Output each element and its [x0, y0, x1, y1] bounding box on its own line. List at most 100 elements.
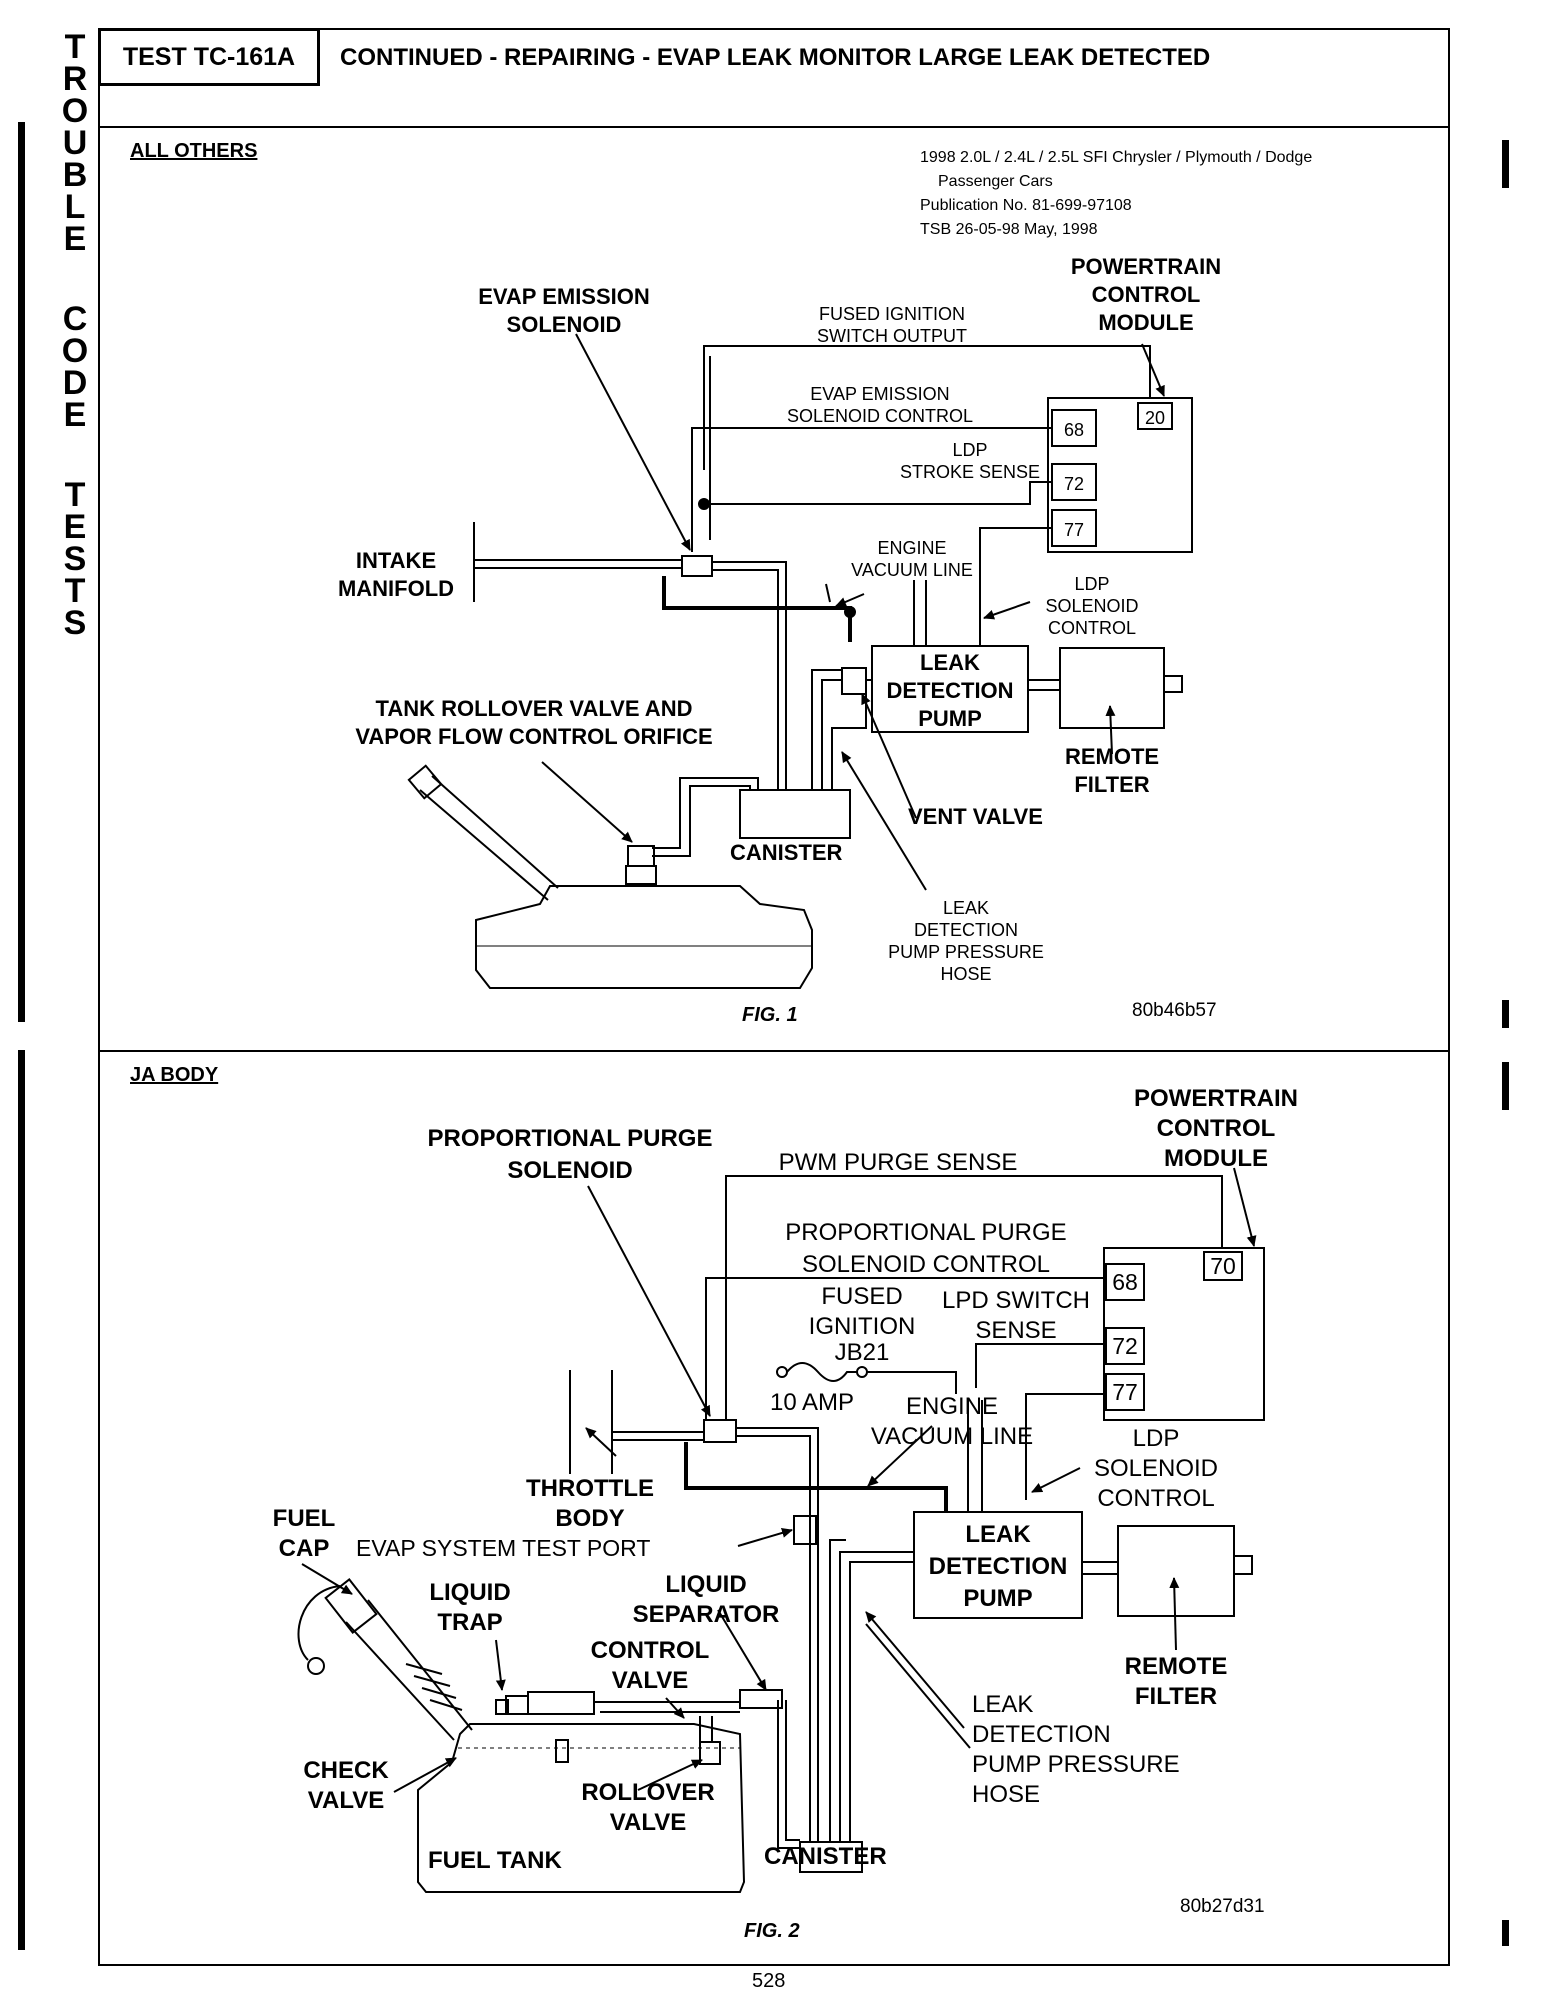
leader-arrow — [1105, 705, 1116, 755]
label-liquid-separator: SEPARATOR — [633, 1601, 780, 1628]
leader-arrow — [841, 751, 927, 891]
label-control-valve: CONTROL — [591, 1637, 710, 1664]
label-ldp: PUMP — [963, 1585, 1032, 1612]
fuse-terminal — [776, 1366, 788, 1378]
label-fused: IGNITION — [809, 1313, 916, 1340]
section-label-ja-body: JA BODY — [130, 1064, 219, 1086]
label-lpd-switch: SENSE — [975, 1317, 1056, 1344]
side-letter: D — [62, 364, 88, 402]
label-ldp-stroke: STROKE SENSE — [900, 462, 1040, 482]
label-throttle: THROTTLE — [526, 1475, 654, 1502]
label-check-valve: VALVE — [308, 1787, 384, 1814]
fuel-cap-tether — [297, 1585, 341, 1661]
throttle-body — [569, 1370, 613, 1474]
label-fuel-cap: FUEL — [273, 1505, 336, 1532]
label-test-port: EVAP SYSTEM TEST PORT — [356, 1535, 650, 1561]
label-liquid-trap: TRAP — [437, 1609, 502, 1636]
hose — [829, 1539, 846, 1842]
label-hose: DETECTION — [914, 920, 1018, 940]
label-purge-control: SOLENOID CONTROL — [802, 1251, 1050, 1278]
leader-arrow — [737, 1528, 793, 1547]
label-ldp-sol: LDP — [1074, 574, 1109, 594]
hose — [777, 1700, 800, 1849]
side-letter: U — [62, 124, 88, 162]
fuse-symbol — [786, 1362, 857, 1382]
leader-arrow — [1031, 1467, 1081, 1493]
label-canister: CANISTER — [764, 1843, 887, 1870]
label-fused: JB21 — [835, 1339, 890, 1366]
label-vent-valve: VENT VALVE — [908, 804, 1043, 829]
margin-bar — [1502, 140, 1509, 188]
liquid-trap-end — [495, 1699, 509, 1715]
pin-label: 68 — [1064, 420, 1084, 440]
label-pcm: CONTROL — [1157, 1115, 1276, 1142]
margin-bar — [18, 122, 25, 1022]
pin-label: 77 — [1112, 1379, 1138, 1405]
hose — [1028, 679, 1060, 691]
hose — [1082, 1561, 1118, 1575]
label-ldp: LEAK — [965, 1521, 1031, 1548]
label-ldp: LEAK — [920, 650, 980, 675]
label-ldp-stroke: LDP — [952, 440, 987, 460]
side-letter: L — [64, 188, 86, 226]
wire-lpd-sense — [975, 1343, 1106, 1388]
hose — [811, 669, 842, 790]
side-letter: B — [62, 156, 88, 194]
label-remote-filter: FILTER — [1074, 772, 1149, 797]
wire-ldp-stroke — [704, 481, 1052, 505]
label-hose: DETECTION — [972, 1721, 1111, 1748]
figure-code: 80b46b57 — [1132, 1000, 1217, 1021]
divider — [98, 126, 1450, 128]
wire-evap-control — [691, 427, 1052, 552]
label-pcm: MODULE — [1098, 310, 1193, 335]
leader-arrow — [301, 1563, 353, 1595]
label-fuel-cap: CAP — [279, 1535, 330, 1562]
fuel-cap — [324, 1578, 378, 1634]
hose — [474, 559, 682, 569]
leader-arrow — [1141, 343, 1165, 397]
leader-arrow — [1233, 1167, 1257, 1247]
pin-label: 68 — [1112, 1269, 1138, 1295]
label-remote-filter: FILTER — [1135, 1683, 1217, 1710]
label-amp: 10 AMP — [770, 1389, 854, 1416]
evap-test-port — [793, 1515, 817, 1545]
page-number: 528 — [752, 1970, 786, 1992]
hose — [612, 1431, 704, 1441]
evap-solenoid — [681, 555, 713, 577]
label-pcm: MODULE — [1164, 1145, 1268, 1172]
junction-dot — [844, 606, 856, 618]
liquid-trap — [505, 1695, 529, 1715]
margin-bar — [1502, 1920, 1509, 1946]
wire-fuse — [867, 1371, 957, 1394]
label-evap-control: EVAP EMISSION — [810, 384, 949, 404]
pin-box — [1105, 1373, 1145, 1411]
label-evap-solenoid: EVAP EMISSION — [478, 284, 650, 309]
rollover-valve-base — [625, 865, 657, 885]
side-letter: T — [64, 28, 86, 66]
hose — [652, 777, 759, 857]
label-liquid-separator: LIQUID — [665, 1571, 746, 1598]
engine-vacuum-line — [662, 576, 852, 642]
label-pcm: CONTROL — [1092, 282, 1201, 307]
pin-label: 70 — [1210, 1253, 1236, 1279]
wire-ldp-solenoid — [1025, 1393, 1106, 1500]
hose — [594, 1701, 740, 1713]
pin-label: 72 — [1112, 1333, 1138, 1359]
engine-vacuum-line — [684, 1442, 948, 1512]
leader-arrow — [587, 1185, 711, 1417]
label-hose: HOSE — [972, 1781, 1040, 1808]
divider — [98, 1050, 1450, 1052]
label-engine-vac: ENGINE — [906, 1393, 998, 1420]
leader-arrow — [867, 1425, 933, 1487]
remote-filter — [1117, 1525, 1235, 1617]
page-title: CONTINUED - REPAIRING - EVAP LEAK MONITO… — [340, 44, 1211, 71]
label-hose: LEAK — [972, 1691, 1033, 1718]
label-throttle: BODY — [555, 1505, 624, 1532]
label-remote-filter: REMOTE — [1065, 744, 1159, 769]
leader-arrow — [835, 593, 865, 607]
filler-neck-hatch — [405, 1663, 463, 1711]
label-liquid-trap: LIQUID — [429, 1579, 510, 1606]
label-hose: PUMP PRESSURE — [888, 942, 1044, 962]
filter-outlet — [1163, 675, 1183, 693]
